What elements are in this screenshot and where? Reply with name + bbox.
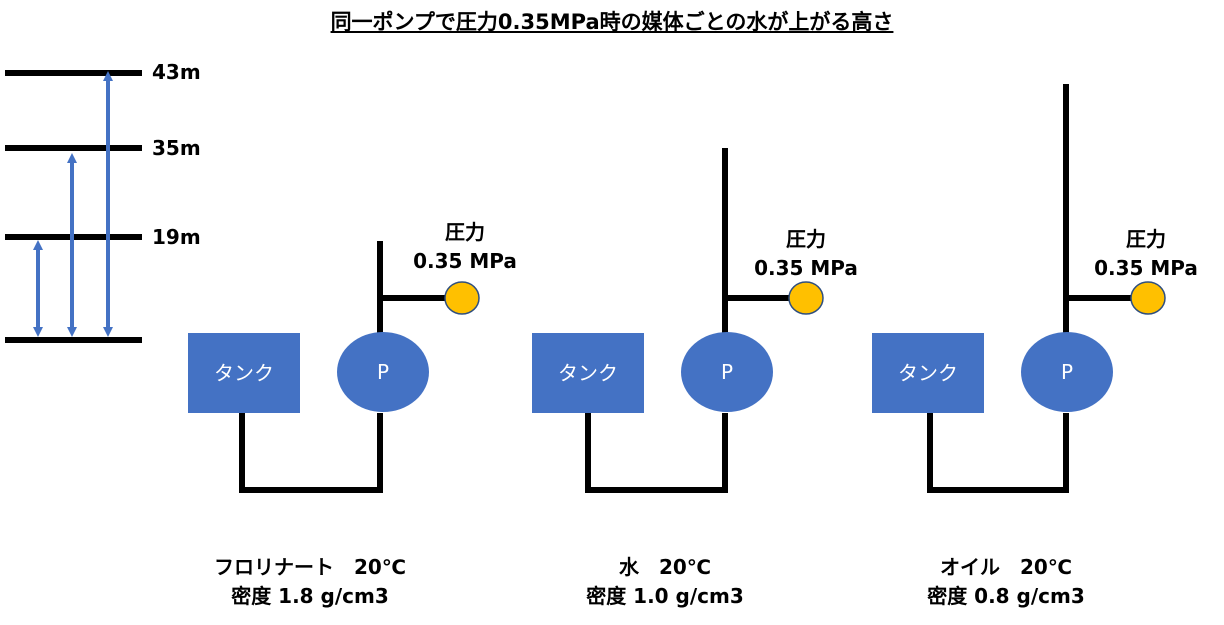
pressure-title: 圧力 — [786, 227, 826, 251]
medium-label: フロリナート 20℃ — [213, 555, 407, 579]
tank-label: タンク — [214, 361, 274, 385]
pressure-gauge — [788, 281, 824, 315]
tank-label: タンク — [898, 361, 958, 385]
pipe — [585, 413, 728, 493]
system-oil — [872, 84, 1166, 493]
pump — [337, 332, 429, 412]
pressure-gauge — [444, 281, 480, 315]
level-label-35m: 35m — [152, 136, 201, 160]
tank — [532, 333, 644, 413]
level-label-19m: 19m — [152, 225, 201, 249]
density-label: 密度 0.8 g/cm3 — [927, 584, 1085, 608]
pressure-value: 0.35 MPa — [754, 256, 858, 280]
pump-label: P — [1060, 360, 1074, 384]
medium-label: オイル 20℃ — [939, 555, 1073, 579]
pressure-value: 0.35 MPa — [413, 249, 517, 273]
pressure-gauge — [1130, 281, 1166, 315]
pump-label: P — [376, 360, 390, 384]
tank — [188, 333, 300, 413]
density-label: 密度 1.0 g/cm3 — [586, 584, 744, 608]
pressure-title: 圧力 — [445, 220, 485, 244]
level-label-43m: 43m — [152, 60, 201, 84]
system-water — [532, 148, 824, 493]
density-label: 密度 1.8 g/cm3 — [231, 584, 389, 608]
system-fluorinert — [188, 241, 480, 493]
medium-label: 水 20℃ — [618, 555, 712, 579]
diagram-title: 同一ポンプで圧力0.35MPa時の媒体ごとの水が上がる高さ — [330, 10, 894, 34]
tank — [872, 333, 984, 413]
pipe — [239, 413, 383, 493]
pump — [1021, 332, 1113, 412]
pressure-title: 圧力 — [1126, 227, 1166, 251]
pipe — [927, 413, 1069, 493]
pump-label: P — [720, 360, 734, 384]
tank-label: タンク — [558, 361, 618, 385]
pressure-value: 0.35 MPa — [1094, 256, 1198, 280]
pump — [681, 332, 773, 412]
